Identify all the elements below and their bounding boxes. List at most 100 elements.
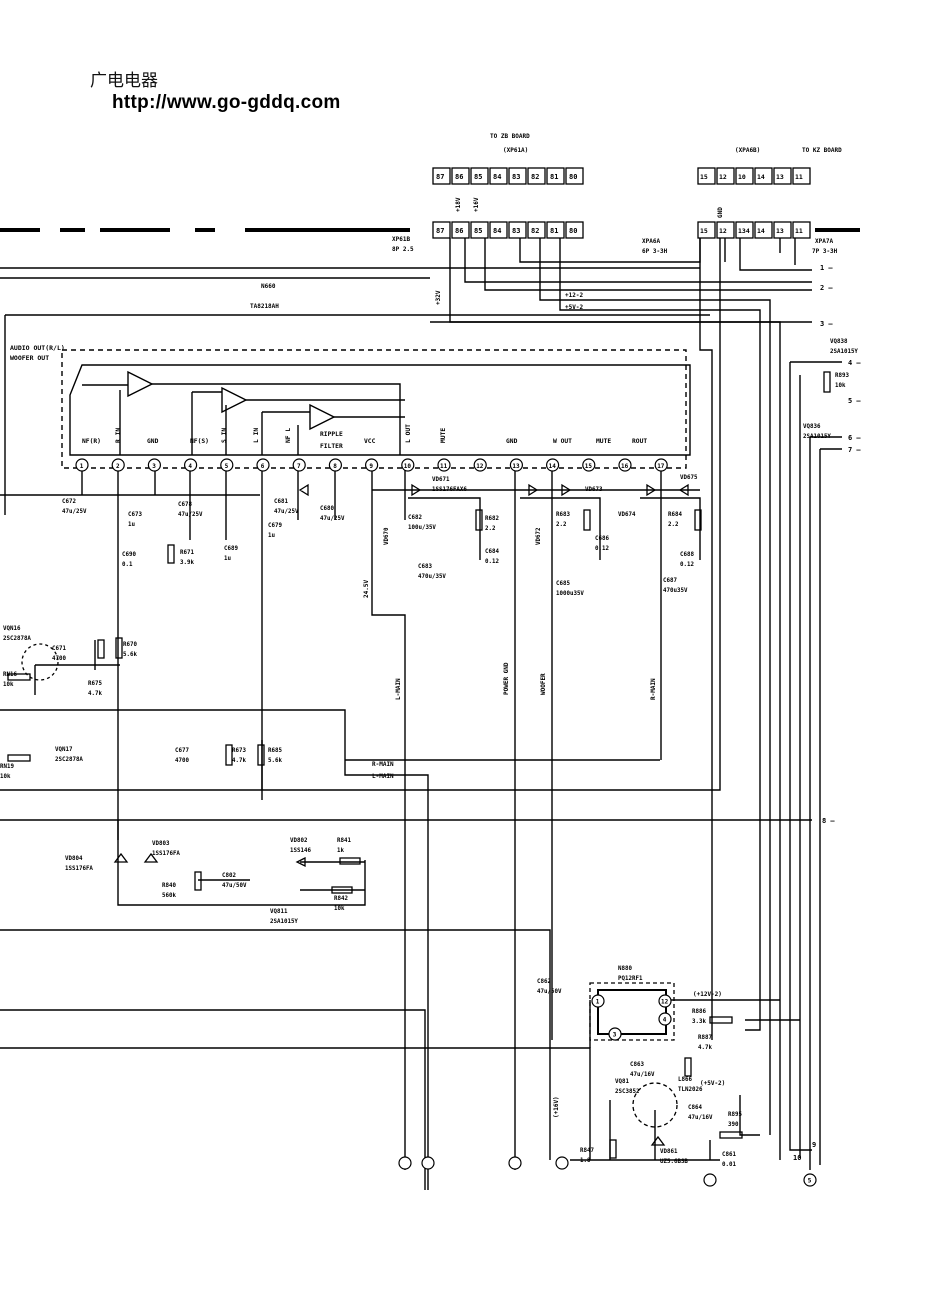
terminal-circle — [555, 1156, 569, 1170]
ic-pin-number: 2 — [116, 463, 120, 470]
ic-pin-number: 13 — [512, 463, 520, 470]
xp61a-pin — [508, 167, 527, 185]
xp61a-pin-label: 81 — [550, 173, 558, 181]
component-value: 1u — [128, 522, 135, 528]
audio-out-title: AUDIO OUT(R/L) — [10, 344, 65, 352]
component-ref: R684 — [668, 512, 682, 518]
component-ref: VD671 — [432, 477, 450, 483]
xp61a-label: (XP61A) — [503, 147, 528, 154]
component-value: 3.3k — [692, 1019, 706, 1025]
ic-pin-number: 8 — [333, 463, 337, 470]
xp61b-pin-label: 87 — [436, 227, 444, 235]
component-ref: C686 — [595, 536, 609, 542]
xpa6a-pin-label: 14 — [757, 227, 765, 235]
terminal-number: 4 — [663, 1017, 667, 1024]
component-ref: R842 — [334, 896, 348, 902]
ic-pin-circle — [220, 458, 234, 472]
component-ref: R682 — [485, 516, 499, 522]
line-number: 7 — — [848, 446, 861, 454]
xpa6b-pin-label: 10 — [738, 173, 746, 181]
component-ref: C677 — [175, 748, 189, 754]
component-value: 4700 — [52, 656, 66, 662]
gnd-label: GND — [717, 207, 724, 218]
terminal-circle — [398, 1156, 412, 1170]
xp61b-pin — [527, 221, 546, 239]
plus-18v-label: +18V — [455, 197, 462, 212]
ic-pin-number: 4 — [188, 463, 192, 470]
ic-part-number: TA8218AH — [250, 303, 279, 310]
terminal-number: 1 — [596, 999, 600, 1006]
component-ref: C864 — [688, 1105, 702, 1111]
component-ref: VQ81 — [615, 1079, 629, 1085]
xp61b-pin-label: 81 — [550, 227, 558, 235]
line-number: 10 — [793, 1154, 801, 1162]
xp61b-pin — [470, 221, 489, 239]
xp61b-pin-label: 86 — [455, 227, 463, 235]
ic-pin-label: ROUT — [632, 438, 647, 445]
xp61b-label: XP61B — [392, 236, 410, 243]
terminal-circle — [508, 1156, 522, 1170]
component-value: 10k — [334, 906, 345, 912]
component-ref: VQN16 — [3, 626, 21, 632]
ic-pin-label: MUTE — [440, 428, 447, 443]
ic-pin-label: GND — [147, 438, 159, 445]
ic-pin-circle — [292, 458, 306, 472]
ic-pin-number: 9 — [369, 463, 373, 470]
component-value: 1000u35V — [556, 591, 584, 597]
xp61a-pin-label: 84 — [493, 173, 501, 181]
component-value: 47u/50V — [222, 883, 247, 889]
component-ref: VD674 — [618, 512, 636, 518]
r-main-label: R-MAIN — [372, 761, 394, 768]
component-value: 0.01 — [722, 1162, 736, 1168]
woofer-signal: WOOFER — [540, 673, 547, 695]
xpa6b-pin — [773, 167, 792, 185]
component-ref: C684 — [485, 549, 499, 555]
component-ref: VQ838 — [830, 339, 848, 345]
component-ref: C685 — [556, 581, 570, 587]
xpa6b-pin-label: 12 — [719, 173, 727, 181]
component-value: 0.1 — [122, 562, 133, 568]
component-ref: VQ811 — [270, 909, 288, 915]
terminal-number: 3 — [613, 1032, 617, 1039]
xpa6b-pin — [735, 167, 754, 185]
component-ref: R683 — [556, 512, 570, 518]
xp61a-pin-label: 83 — [512, 173, 520, 181]
xpa6a-pin-label: 12 — [719, 227, 727, 235]
component-ref: VQN17 — [55, 747, 73, 753]
xpa6a-pin — [754, 221, 773, 239]
component-ref: R887 — [698, 1035, 712, 1041]
ic-pin-circle — [75, 458, 89, 472]
component-value: 470u/35V — [418, 574, 446, 580]
component-ref: VD675 — [680, 475, 698, 481]
rail-12v2-label: +12-2 — [565, 292, 583, 299]
connectors — [432, 167, 811, 239]
xp61b-pin — [489, 221, 508, 239]
component-value: 2.2 — [668, 522, 679, 528]
ic-pin-label: W OUT — [553, 438, 572, 445]
component-ref: R841 — [337, 838, 351, 844]
xp61a-pin-label: 87 — [436, 173, 444, 181]
line-number: 4 — — [848, 359, 861, 367]
xpa6b-pin — [697, 167, 716, 185]
component-ref: C672 — [62, 499, 76, 505]
line-number: 1 — — [820, 264, 833, 272]
plus-32v-label: +32V — [435, 290, 442, 305]
ic-pin-circle — [365, 458, 379, 472]
component-value: 2SA1015Y — [803, 434, 831, 440]
component-ref: C678 — [178, 502, 192, 508]
components — [7, 371, 831, 1159]
rail-plus-5v2: (+5V-2) — [700, 1080, 725, 1087]
component-ref: R895 — [728, 1112, 742, 1118]
xp61b-pin-label: 84 — [493, 227, 501, 235]
component-value: 560k — [162, 893, 176, 899]
xp61a-pin — [546, 167, 565, 185]
component-value: 0.12 — [485, 559, 499, 565]
component-ref: N880 — [618, 966, 632, 972]
component-value: 1SS176FA — [152, 851, 180, 857]
ic-pin-circle — [582, 458, 596, 472]
ic-pin-number: 12 — [476, 463, 484, 470]
component-value: 5.6k — [268, 758, 282, 764]
ic-pin-label: VCC — [364, 438, 376, 445]
xp61b-pin-label: 80 — [569, 227, 577, 235]
